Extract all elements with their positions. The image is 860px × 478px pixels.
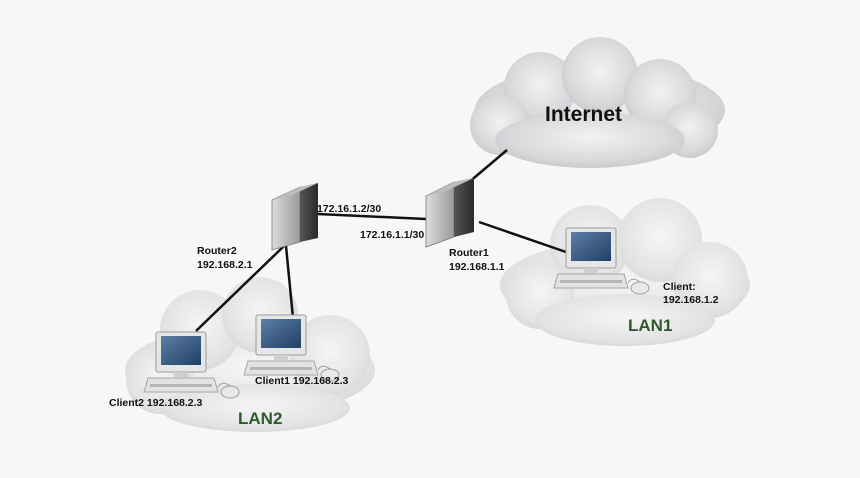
lan1-label: LAN1	[628, 316, 672, 335]
internet-label: Internet	[545, 103, 622, 126]
router1-name: Router1	[449, 247, 489, 259]
network-links	[195, 149, 567, 332]
router2-wan-ip: 172.16.1.2/30	[317, 203, 381, 215]
router1-device	[425, 178, 474, 248]
lan1-client-name: Client:	[663, 281, 696, 293]
router1-ip: 192.168.1.1	[449, 261, 505, 273]
lan2-label: LAN2	[238, 409, 282, 428]
lan2-client2-label: Client2 192.168.2.3	[109, 397, 203, 409]
internet-cloud	[470, 37, 725, 168]
lan1-client-ip: 192.168.1.2	[663, 294, 719, 306]
link-router2-client2	[195, 245, 285, 332]
link-router2-client1	[284, 245, 295, 319]
link-router1-lan1-client	[478, 220, 567, 254]
router2-device	[271, 183, 318, 251]
router1-wan-ip: 172.16.1.1/30	[360, 229, 424, 241]
lan2-client1-label: Client1 192.168.2.3	[255, 375, 349, 387]
link-router1-router2	[317, 212, 427, 221]
link-router1-internet	[467, 149, 508, 184]
router2-name: Router2	[197, 245, 237, 257]
lan1-cloud	[500, 198, 750, 346]
router2-ip: 192.168.2.1	[197, 259, 253, 271]
